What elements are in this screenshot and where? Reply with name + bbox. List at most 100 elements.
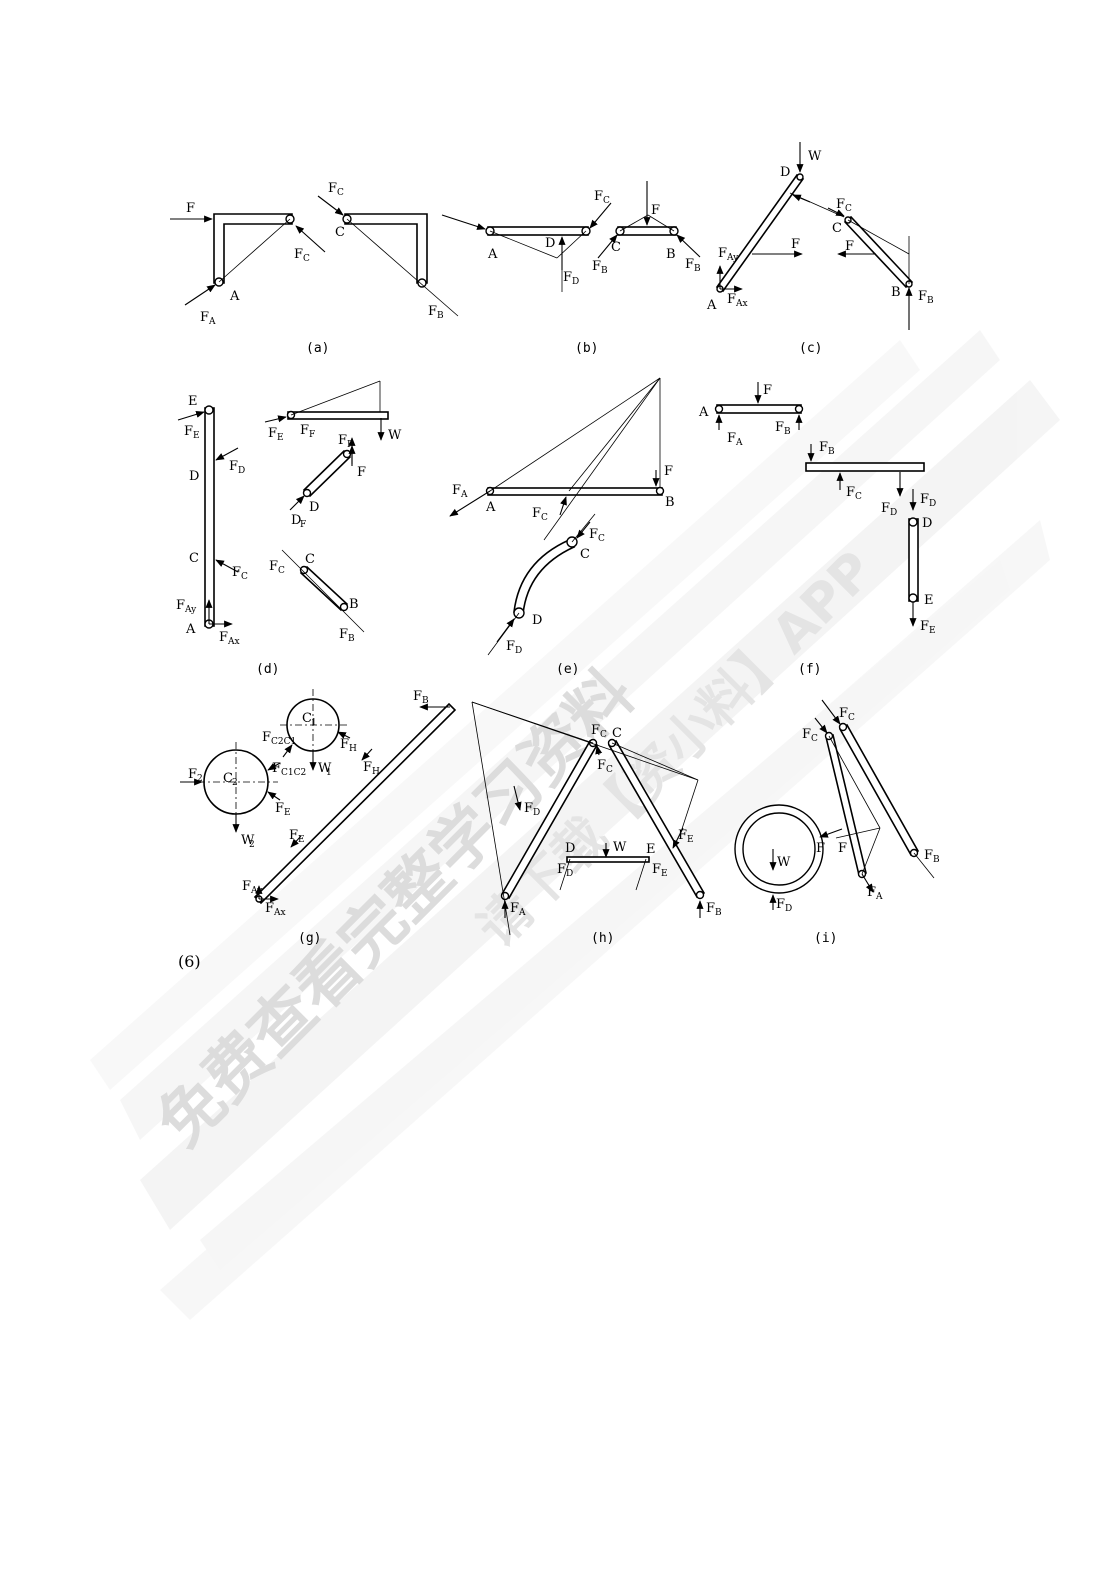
i-force-FC: F bbox=[839, 706, 848, 721]
g-force-FH: F bbox=[340, 737, 349, 752]
h-caption: (h) bbox=[591, 931, 614, 946]
c-point-A: A bbox=[706, 298, 717, 313]
g-force-FE-prime: F bbox=[289, 828, 298, 843]
e-force-FA: F bbox=[452, 483, 461, 498]
d-point-A: A bbox=[185, 622, 196, 637]
a-force-FC-sub: C bbox=[337, 188, 344, 198]
h-force-FD-prime: F bbox=[524, 801, 533, 816]
d-force-FE-sub: E bbox=[193, 431, 200, 441]
d-point-C: C bbox=[189, 551, 199, 566]
i-force-FB-sub: B bbox=[933, 855, 940, 865]
a-force-FA: F bbox=[200, 310, 209, 325]
f-force-FD-prime: F bbox=[881, 501, 890, 516]
panel-a: F A F A F C F C C F B (a) bbox=[170, 181, 459, 356]
c-load-W: W bbox=[808, 149, 822, 164]
g-force-FAx: F bbox=[265, 901, 274, 916]
c-force-FB-sub: B bbox=[927, 296, 934, 306]
e-point-A: A bbox=[485, 500, 496, 515]
panel-h: F C C F C F D F E D W E F D F E F A F B … bbox=[471, 701, 722, 946]
f-force-F: F bbox=[763, 383, 772, 398]
a-caption: (a) bbox=[306, 341, 329, 356]
d-force-FD-prime-sub: D bbox=[238, 466, 245, 476]
panel-c: W D F Ay A F Ax F F C C F B F B (c) bbox=[706, 142, 934, 356]
f-force-FB-prime-sub: B bbox=[784, 427, 791, 437]
h-force-FE-prime-sub: E bbox=[687, 835, 694, 845]
d-force-FC-sub: C bbox=[278, 566, 285, 576]
h-force-FD: F bbox=[557, 862, 566, 877]
a-force-F: F bbox=[186, 201, 195, 216]
h-force-FD-prime-sub: D bbox=[533, 808, 540, 818]
d-force-FE: F bbox=[184, 424, 193, 439]
panel-i: W F D F F C F C F F A F B (i) bbox=[734, 699, 940, 946]
c-force-FAx-sub: Ax bbox=[735, 299, 748, 309]
i-force-F-prime: F bbox=[838, 841, 847, 856]
e-point-D: D bbox=[532, 613, 542, 628]
d-force-FC: F bbox=[269, 559, 278, 574]
f-force-FC-sub: C bbox=[855, 492, 862, 502]
g-caption: (g) bbox=[298, 931, 321, 946]
d-force-FF-sub: F bbox=[347, 440, 353, 450]
h-load-W: W bbox=[613, 840, 627, 855]
g-force-FB: F bbox=[413, 689, 422, 704]
panel-b: A D F D F C F C F B B F B (b) bbox=[441, 181, 701, 356]
problem-number: (6) bbox=[178, 952, 201, 971]
i-load-W: W bbox=[777, 855, 791, 870]
h-force-FB-sub: B bbox=[715, 908, 722, 918]
c-force-FAy-sub: Ay bbox=[726, 253, 739, 263]
d-force-FB-sub: B bbox=[348, 634, 355, 644]
f-force-FA-sub: A bbox=[735, 438, 743, 448]
d-force-FC-prime: F bbox=[232, 565, 241, 580]
i-force-FC-prime-sub: C bbox=[811, 734, 818, 744]
f-force-FC: F bbox=[846, 485, 855, 500]
f-point-E: E bbox=[924, 593, 934, 608]
panel-g: F B F H F E F Ay F Ax C 1 F C2C1 F H W 1… bbox=[180, 689, 457, 946]
panel-e: F A A F C F B F C C D F D (e) bbox=[449, 377, 675, 677]
g-center-C2: C bbox=[223, 771, 233, 786]
panel-d: E F E D F D C F C F Ay A F Ax F E F F W … bbox=[176, 380, 402, 677]
b-point-D: D bbox=[545, 236, 555, 251]
d-point-D-2: D bbox=[309, 500, 319, 515]
g-load-W2-sub: 2 bbox=[249, 840, 255, 850]
b-caption: (b) bbox=[575, 341, 598, 356]
h-force-FD-sub: D bbox=[566, 869, 573, 879]
c-point-B: B bbox=[891, 285, 901, 300]
g-force-FE: F bbox=[275, 801, 284, 816]
i-force-FA: F bbox=[867, 885, 876, 900]
h-force-FA: F bbox=[510, 901, 519, 916]
e-caption: (e) bbox=[556, 662, 579, 677]
d-force-FF-prime: F bbox=[300, 423, 309, 438]
i-force-FC-prime: F bbox=[802, 727, 811, 742]
c-force-FB: F bbox=[918, 289, 927, 304]
b-force-FB: F bbox=[685, 257, 694, 272]
e-force-FC: F bbox=[589, 527, 598, 542]
b-force-FC-prime-sub: C bbox=[603, 196, 610, 206]
g-force-FC1C2: F bbox=[272, 761, 281, 776]
d-point-D: D bbox=[189, 469, 199, 484]
h-point-D: D bbox=[565, 841, 575, 856]
d-force-FF: F bbox=[338, 433, 347, 448]
e-force-F: F bbox=[664, 464, 673, 479]
a-force-FB-sub: B bbox=[437, 311, 444, 321]
c-caption: (c) bbox=[799, 341, 822, 356]
i-force-FD: F bbox=[776, 897, 785, 912]
d-point-C-2: C bbox=[305, 552, 315, 567]
d-point-B: B bbox=[349, 597, 359, 612]
d-force-FC-prime-sub: C bbox=[241, 572, 248, 582]
g-force-FH-prime-sub: H bbox=[372, 767, 380, 777]
f-force-FD-sub: D bbox=[929, 499, 936, 509]
g-load-W1-sub: 1 bbox=[326, 768, 332, 778]
d-caption: (d) bbox=[256, 662, 279, 677]
a-force-FC-prime: F bbox=[294, 247, 303, 262]
f-force-FE-sub: E bbox=[929, 626, 936, 636]
h-force-FA-sub: A bbox=[518, 908, 526, 918]
i-caption: (i) bbox=[814, 931, 837, 946]
b-point-B: B bbox=[666, 247, 676, 262]
e-point-C: C bbox=[580, 547, 590, 562]
g-force-FC2C1-sub: C2C1 bbox=[271, 737, 296, 747]
a-point-A: A bbox=[229, 289, 240, 304]
h-force-FE: F bbox=[652, 862, 661, 877]
f-force-FB-sub: B bbox=[828, 447, 835, 457]
i-force-F: F bbox=[816, 841, 825, 856]
i-force-FD-sub: D bbox=[785, 904, 792, 914]
